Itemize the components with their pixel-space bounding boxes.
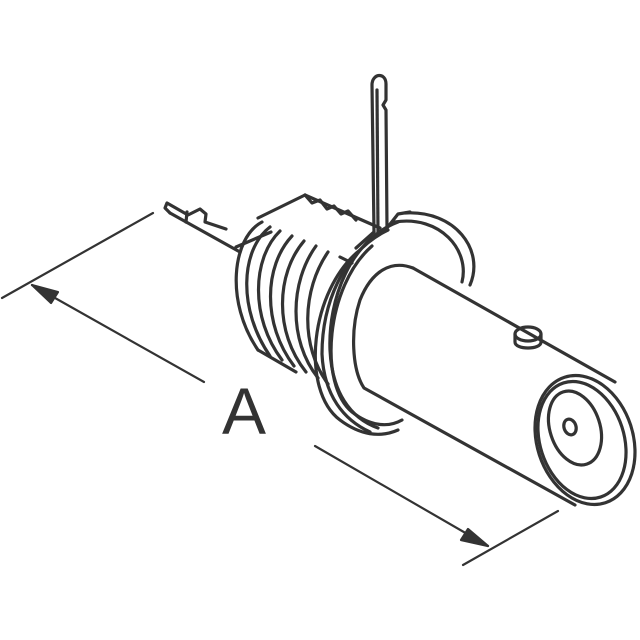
dimension-lines [0,211,560,567]
bayonet-stud [513,325,543,350]
threaded-body [234,193,382,386]
bnc-barrel [352,263,637,507]
mounting-ring [313,211,476,436]
dimension-label-a: A [222,374,267,448]
